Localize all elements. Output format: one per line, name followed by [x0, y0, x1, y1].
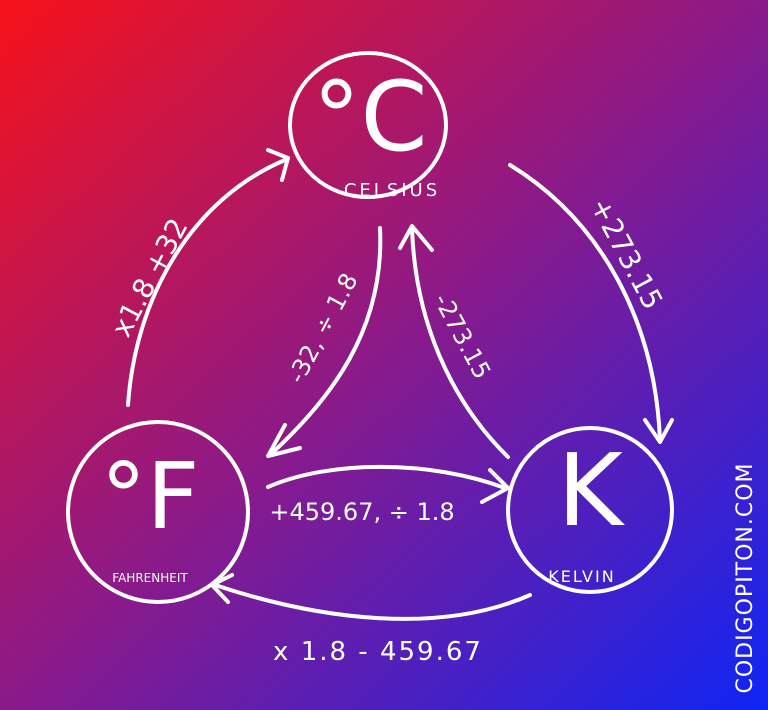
- kelvin-symbol: K: [557, 432, 625, 549]
- arrow-c-to-k: [508, 163, 674, 444]
- kelvin-node: K KELVIN: [506, 426, 674, 594]
- arrow-f-to-c: [126, 148, 290, 407]
- arrow-f-to-k: [266, 464, 510, 504]
- arrow-k-to-c: [398, 224, 510, 459]
- label-k-to-f: x 1.8 - 459.67: [273, 637, 483, 667]
- arrow-c-to-f: [266, 226, 383, 458]
- celsius-node: °C CELSIUS: [288, 51, 448, 201]
- fahrenheit-symbol: °F: [101, 443, 200, 550]
- kelvin-label: KELVIN: [548, 567, 615, 586]
- label-f-to-k: +459.67, ÷ 1.8: [269, 498, 454, 526]
- watermark: CODIGOPITON.COM: [733, 462, 758, 693]
- fahrenheit-node: °F FAHRENHEIT: [66, 420, 250, 604]
- fahrenheit-label: FAHRENHEIT: [112, 571, 188, 585]
- celsius-symbol: °C: [312, 61, 427, 173]
- arrow-k-to-f: [210, 573, 532, 621]
- celsius-label: CELSIUS: [344, 180, 440, 201]
